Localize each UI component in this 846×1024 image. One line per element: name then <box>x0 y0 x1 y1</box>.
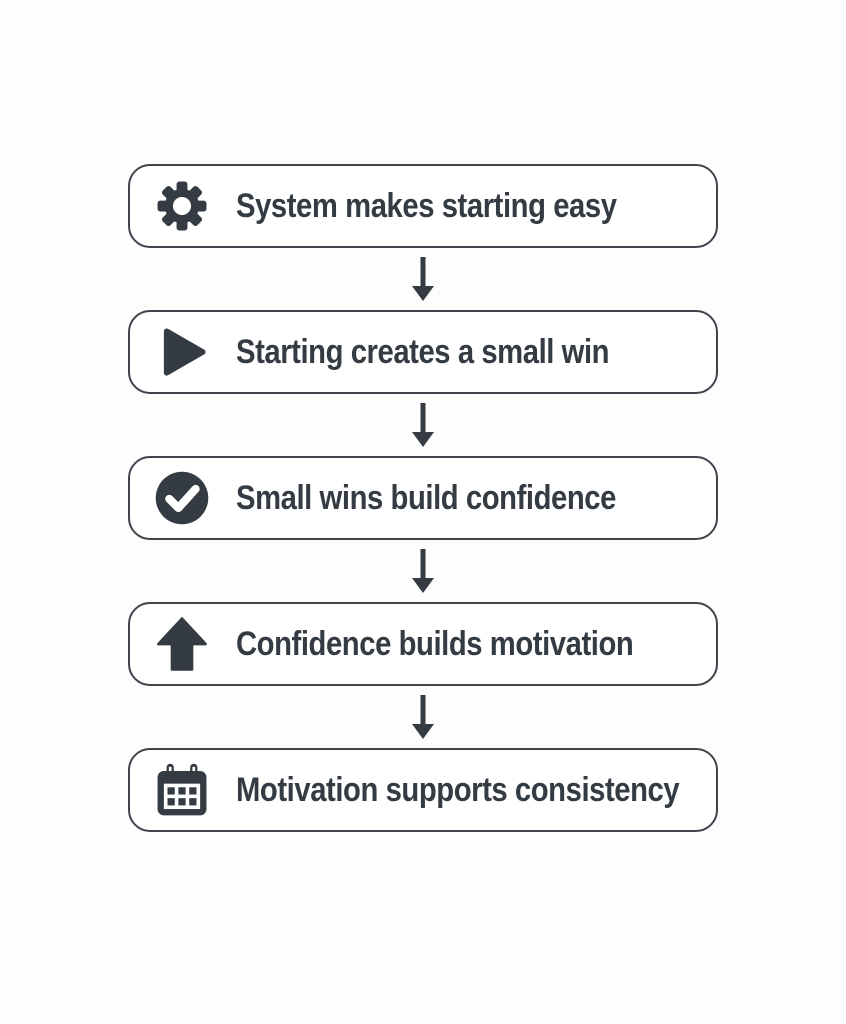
step-confidence: Confidence builds motivation <box>128 602 718 686</box>
down-arrow-icon <box>128 394 718 456</box>
down-arrow-icon <box>128 540 718 602</box>
step-label: Confidence builds motivation <box>236 624 634 663</box>
step-label: Small wins build confidence <box>236 478 616 517</box>
step-motivation: Motivation supports consistency <box>128 748 718 832</box>
arrow-up-icon <box>152 614 212 674</box>
gear-icon <box>152 176 212 236</box>
down-arrow-icon <box>128 686 718 748</box>
step-label: System makes starting easy <box>236 186 617 225</box>
step-label: Starting creates a small win <box>236 332 610 371</box>
step-label: Motivation supports consistency <box>236 770 680 809</box>
down-arrow-icon <box>128 248 718 310</box>
calendar-icon <box>152 760 212 820</box>
flowchart: System makes starting easy Starting crea… <box>128 0 718 832</box>
step-small-wins: Small wins build confidence <box>128 456 718 540</box>
step-starting: Starting creates a small win <box>128 310 718 394</box>
check-circle-icon <box>152 468 212 528</box>
play-icon <box>152 322 212 382</box>
step-system: System makes starting easy <box>128 164 718 248</box>
